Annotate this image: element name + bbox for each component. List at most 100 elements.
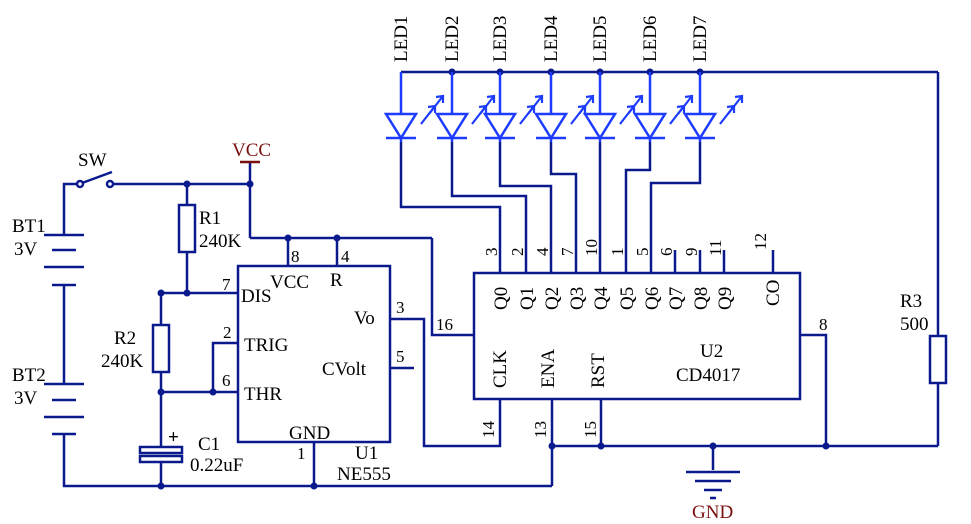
junction-dot [333,234,341,242]
led-triangle [582,112,618,141]
ne555-body [236,264,392,444]
vcc-symbol: VCC [232,140,271,164]
led-emission-arrow [627,94,644,115]
cd4017-rst-num: 15 [581,421,600,438]
led-triangle [434,112,470,141]
battery-bt1: BT1 3V [12,216,84,287]
ground-label: GND [692,502,733,523]
cd4017-clk-num: 16 [436,315,453,334]
wire-bt2-bottom [62,434,552,488]
battery-ref: BT2 [12,365,46,386]
led-label: LED2 [442,16,463,62]
ne555-pin-gnd-name: GND [289,423,330,444]
ne555-pin-reset-num: 4 [341,247,350,266]
junction-dot [709,442,717,450]
cd4017-body [472,271,802,401]
led-emission-arrow [479,94,496,115]
resistor-body [928,334,948,385]
led-triangle [682,112,718,141]
capacitor-plate-top [138,445,184,455]
led-emission-arrow [428,94,445,115]
wire-led6-q5 [624,142,652,273]
led-triangle [632,112,668,141]
led-3: LED3 [482,16,544,142]
ne555-pin-cvolt-num: 5 [396,347,405,366]
led-4: LED4 [533,15,595,142]
ground-lines [686,470,740,500]
cd4017-output-pin-num: 4 [533,247,552,256]
cd4017-output-name: Q0 [491,287,512,310]
led-emission-arrow [527,94,544,115]
led-label: LED1 [391,16,412,62]
led-triangle [482,112,518,141]
cd4017-output-name: Q3 [567,287,588,310]
cd4017-output-name: Q1 [517,287,538,310]
junction-dot [597,442,605,450]
cd4017-output-name: Q6 [642,287,663,310]
capacitor-ref: C1 [198,434,220,455]
led-label: LED3 [490,16,511,62]
led-6: LED6 [632,16,694,142]
resistor-value: 240K [101,351,144,372]
cd4017-output-pin-num: 3 [482,248,501,257]
capacitor-plate-bottom [138,454,184,464]
led-1: LED1 [383,16,445,142]
junction-dot [822,442,830,450]
cd4017-ena-name: ENA [538,349,559,388]
wire-trig-to-thr [211,341,238,392]
switch-label: SW [78,150,107,171]
battery-value: 3V [14,388,38,409]
wires [62,70,940,488]
resistor-value: 500 [900,314,929,335]
cd4017-output-pin-num: 9 [682,248,701,257]
resistor-ref: R3 [900,291,922,312]
ne555-pin-reset-name: R [330,270,343,291]
cd4017-co-name: CO [763,280,784,306]
led-5: LED5 [582,16,644,142]
switch-contact [75,179,85,189]
ne555-chip: DIS 7 VCC 8 R 4 TRIG 2 THR 6 Vo 3 CVolt … [222,247,405,485]
battery-ref: BT1 [12,216,46,237]
cd4017-ena-num: 13 [531,421,550,438]
wire-led7-q6 [649,142,702,273]
ne555-pin-thr-name: THR [244,384,282,405]
cd4017-output-name: Q8 [691,287,712,310]
led-label: LED7 [690,16,711,62]
battery-plates [44,382,84,436]
ne555-ref: U1 [355,443,378,464]
cd4017-output-pin-num: 6 [657,248,676,257]
led-label: LED5 [590,16,611,62]
junctions [157,68,830,490]
led-triangle [383,112,419,141]
wire-pin8-gnd [800,333,828,446]
junction-dot [310,482,318,490]
resistor-body [151,323,171,374]
ground-symbol: GND [686,470,740,523]
cd4017-output-name: Q5 [617,287,638,310]
cd4017-part: CD4017 [676,365,740,386]
ne555-part: NE555 [337,464,391,485]
cd4017-ref: U2 [700,341,723,362]
capacitor-value: 0.22uF [190,455,243,476]
junction-dot [183,180,191,188]
junction-dot [548,442,556,450]
cd4017-pin14: 14 [479,421,498,439]
resistor-ref: R2 [114,328,136,349]
cd4017-clk-name: CLK [490,350,511,388]
ne555-pin-vcc-name: VCC [270,272,309,293]
cd4017-output-pin-num: 11 [706,240,725,256]
ne555-pin-dis-num: 7 [222,275,231,294]
ne555-pin-trig-num: 2 [223,323,232,342]
battery-plates [44,233,84,287]
ne555-pin-gnd-num: 1 [297,444,306,463]
switch-sw: SW [75,150,115,189]
resistor-ref: R1 [199,208,221,229]
cd4017-output-pin-num: 10 [582,239,601,256]
capacitor-polarity: + [168,427,179,448]
switch-lever [81,170,113,185]
junction-dot [246,180,254,188]
resistor-r2: R2 240K [101,323,171,374]
